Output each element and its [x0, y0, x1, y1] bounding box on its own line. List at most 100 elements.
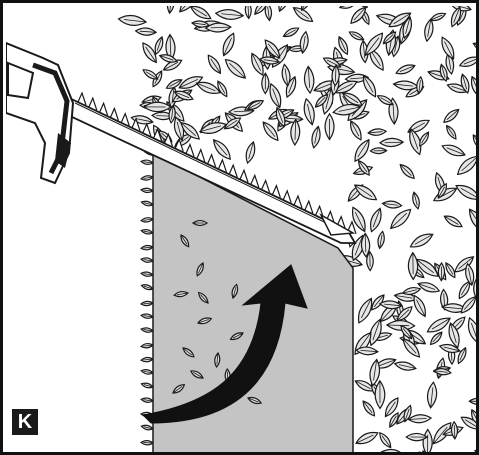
- leaf-vein: [145, 46, 157, 63]
- leaf-vein: [216, 352, 219, 365]
- leaf-vein: [294, 119, 297, 140]
- leaf-vein: [453, 425, 456, 439]
- leaf-vein: [342, 92, 359, 104]
- leaf-vein: [458, 256, 474, 270]
- leaf-vein: [418, 80, 421, 94]
- blade-tooth: [293, 194, 303, 209]
- leaf-vein: [446, 109, 459, 121]
- leaf-vein: [224, 119, 238, 129]
- leaf-vein: [354, 211, 366, 232]
- leaf-vein: [276, 107, 284, 123]
- leaf-vein: [248, 141, 254, 159]
- leaf-vein: [286, 117, 303, 120]
- leaf-vein: [362, 400, 373, 414]
- leaf-vein: [313, 83, 332, 91]
- leaf-vein: [339, 6, 346, 8]
- leaf-vein: [456, 6, 472, 10]
- leaf: [301, 6, 309, 12]
- leaf-vein: [302, 35, 306, 54]
- leaf-vein: [325, 88, 332, 110]
- leaf-vein: [143, 218, 154, 221]
- leaf-vein: [402, 338, 417, 354]
- blade-tooth: [196, 147, 206, 162]
- leaf-vein: [357, 139, 370, 158]
- leaf: [179, 6, 192, 13]
- blade-tooth: [185, 142, 195, 157]
- leaf-vein: [471, 76, 476, 87]
- blade-tooth: [304, 199, 314, 214]
- leaf-vein: [263, 59, 280, 63]
- leaf-vein: [217, 80, 226, 94]
- leaf-vein: [381, 435, 392, 448]
- leaf-vein: [143, 189, 154, 192]
- leaf-vein: [135, 118, 153, 123]
- leaf: [451, 6, 472, 12]
- leaf-vein: [372, 208, 381, 228]
- leaf-vein: [355, 434, 374, 444]
- leaf-vein: [283, 29, 296, 37]
- leaf-vein: [233, 110, 254, 113]
- leaf-vein: [176, 292, 189, 296]
- leaf-vein: [213, 139, 228, 156]
- leaf-vein: [450, 323, 457, 343]
- leaf-vein: [232, 287, 237, 299]
- leaf-vein: [232, 332, 244, 339]
- leaf-vein: [443, 346, 461, 352]
- leaf-vein: [143, 329, 154, 332]
- blade-tooth: [250, 173, 260, 188]
- leaf-vein: [398, 364, 416, 369]
- leaf-vein: [275, 44, 288, 63]
- hedge-trimmer-icon: [6, 41, 357, 248]
- leaf-vein: [471, 409, 476, 419]
- leaf-vein: [432, 331, 443, 343]
- leaf-vein: [197, 319, 209, 324]
- leaf-vein: [279, 6, 283, 12]
- leaf-vein: [416, 299, 426, 317]
- leaf-vein: [393, 12, 411, 25]
- leaf-vein: [143, 161, 154, 164]
- leaf-vein: [143, 358, 154, 361]
- leaf-vein: [200, 294, 209, 304]
- leaf: [472, 42, 476, 49]
- leaf-vein: [385, 401, 396, 417]
- leaf-vein: [143, 399, 154, 402]
- leaf-vein: [357, 332, 372, 351]
- leaf-vein: [315, 96, 326, 108]
- leaf-vein: [247, 102, 261, 110]
- leaf-vein: [469, 209, 476, 220]
- leaf-vein: [251, 53, 261, 71]
- leaf: [455, 184, 476, 200]
- leaf-vein: [393, 83, 414, 87]
- blade-tooth: [88, 96, 98, 111]
- leaf: [467, 316, 476, 342]
- leaf-vein: [143, 344, 154, 347]
- leaf-vein: [143, 426, 154, 430]
- leaf-vein: [338, 36, 346, 51]
- leaf-vein: [362, 40, 366, 59]
- leaf-vein: [427, 19, 432, 37]
- leaf-vein: [460, 187, 476, 198]
- leaf-vein: [143, 202, 154, 206]
- leaf-vein: [221, 13, 244, 17]
- leaf-vein: [169, 34, 172, 56]
- leaf-vein: [453, 6, 461, 23]
- leaf-vein: [145, 71, 158, 80]
- leaf-vein: [430, 387, 434, 408]
- leaf-vein: [247, 397, 259, 403]
- leaf-vein: [461, 281, 470, 296]
- leaf-vein: [254, 6, 263, 15]
- leaf-vein: [430, 14, 443, 21]
- leaf-vein: [381, 451, 386, 452]
- leaf-vein: [444, 215, 459, 225]
- hedge-foliage: [117, 6, 476, 452]
- falling-clippings: [172, 219, 263, 405]
- leaf-vein: [368, 131, 383, 134]
- blade-tooth: [99, 101, 109, 116]
- leaf-vein: [373, 294, 385, 308]
- leaf-vein: [174, 91, 190, 99]
- leaf-vein: [379, 234, 383, 249]
- leaf-vein: [124, 19, 147, 23]
- blade-tooth: [228, 163, 238, 178]
- leaf-vein: [360, 350, 378, 353]
- leaf-vein: [459, 347, 466, 361]
